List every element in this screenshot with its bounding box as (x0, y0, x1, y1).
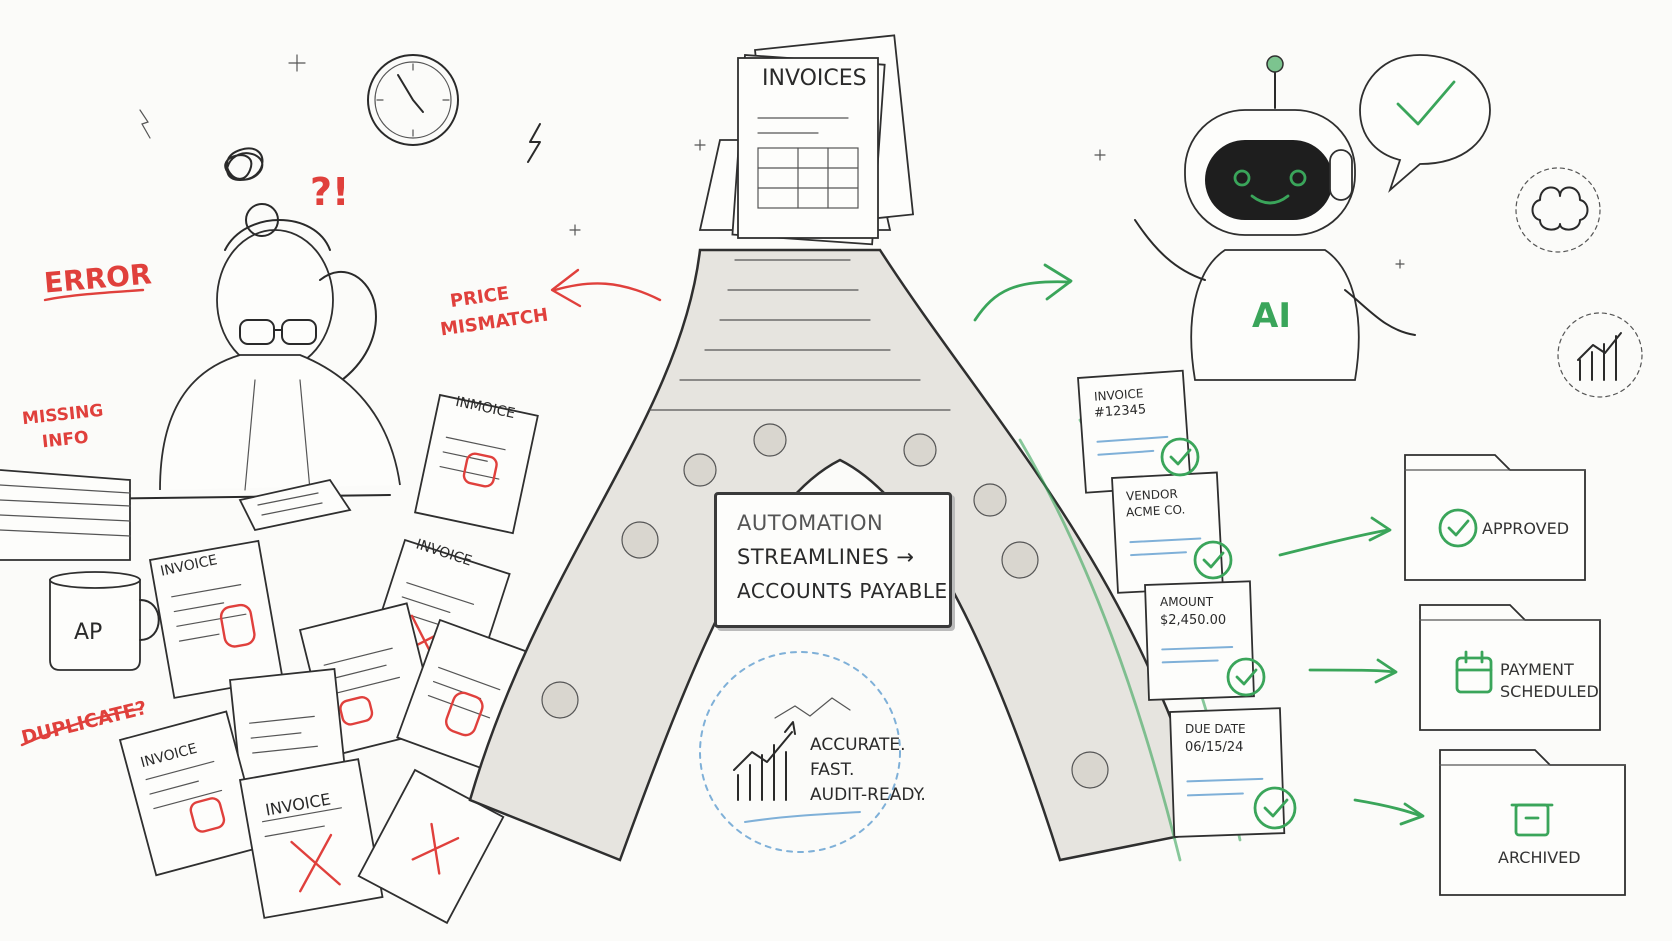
check-speech-bubble-icon (1359, 54, 1491, 193)
calendar-icon (1455, 650, 1493, 694)
green-arrow-right-icon (973, 263, 1073, 322)
doc-amount-line1: AMOUNT (1160, 595, 1214, 609)
automation-sign: AUTOMATION STREAMLINES → ACCOUNTS PAYABL… (714, 492, 952, 628)
growth-chart-icon (1557, 312, 1643, 398)
brain-icon (1515, 167, 1601, 253)
folder-approved-label: APPROVED (1482, 519, 1570, 538)
sign-line-3: ACCOUNTS PAYABLE (737, 579, 948, 603)
duplicate-underline (20, 707, 142, 747)
folder-archived-label: ARCHIVED (1498, 848, 1581, 867)
clock-icon (367, 54, 459, 146)
doc-due-date-line2: 06/15/24 (1185, 740, 1244, 755)
sign-line-1: AUTOMATION (737, 511, 884, 535)
tagline-line-1: ACCURATE. (810, 735, 906, 755)
red-arrow-left-icon (550, 268, 662, 308)
growth-chart-icon (733, 721, 796, 801)
folder-payment-label-line2: SCHEDULED (1500, 682, 1599, 701)
coffee-mug (49, 571, 160, 671)
error-underline (43, 288, 145, 302)
sign-line-2: STREAMLINES → (737, 545, 915, 569)
checkmark-icon (1438, 508, 1478, 548)
top-invoices-title: INVOICES (762, 66, 867, 91)
folder-archived (1439, 749, 1626, 896)
folder-payment-scheduled (1419, 604, 1601, 731)
tagline-line-3: AUDIT-READY. (810, 785, 926, 805)
mug-label: AP (74, 620, 103, 645)
checkmark-icon (1160, 437, 1297, 830)
conveyor-belt (468, 139, 1242, 862)
doc-amount-line2: $2,450.00 (1160, 613, 1227, 628)
invoice-stack-top (731, 34, 915, 246)
lightning-icon (527, 123, 541, 163)
folder-approved (1404, 454, 1586, 581)
folder-payment-label-line1: PAYMENT (1500, 660, 1574, 679)
stressed-clerk (0, 147, 401, 561)
doc-due-date-line1: DUE DATE (1185, 722, 1246, 736)
tagline-line-2: FAST. (810, 760, 855, 780)
doc-vendor-line1: VENDOR (1125, 486, 1179, 504)
question-marks: ?! (310, 170, 350, 214)
archive-box-icon (1510, 803, 1554, 837)
sparkle-decorations (139, 54, 1405, 269)
tagline-badge (699, 651, 901, 853)
green-arrows-to-folders (1278, 516, 1425, 826)
ai-robot (1134, 55, 1416, 381)
robot-chest-label: AI (1252, 296, 1291, 336)
